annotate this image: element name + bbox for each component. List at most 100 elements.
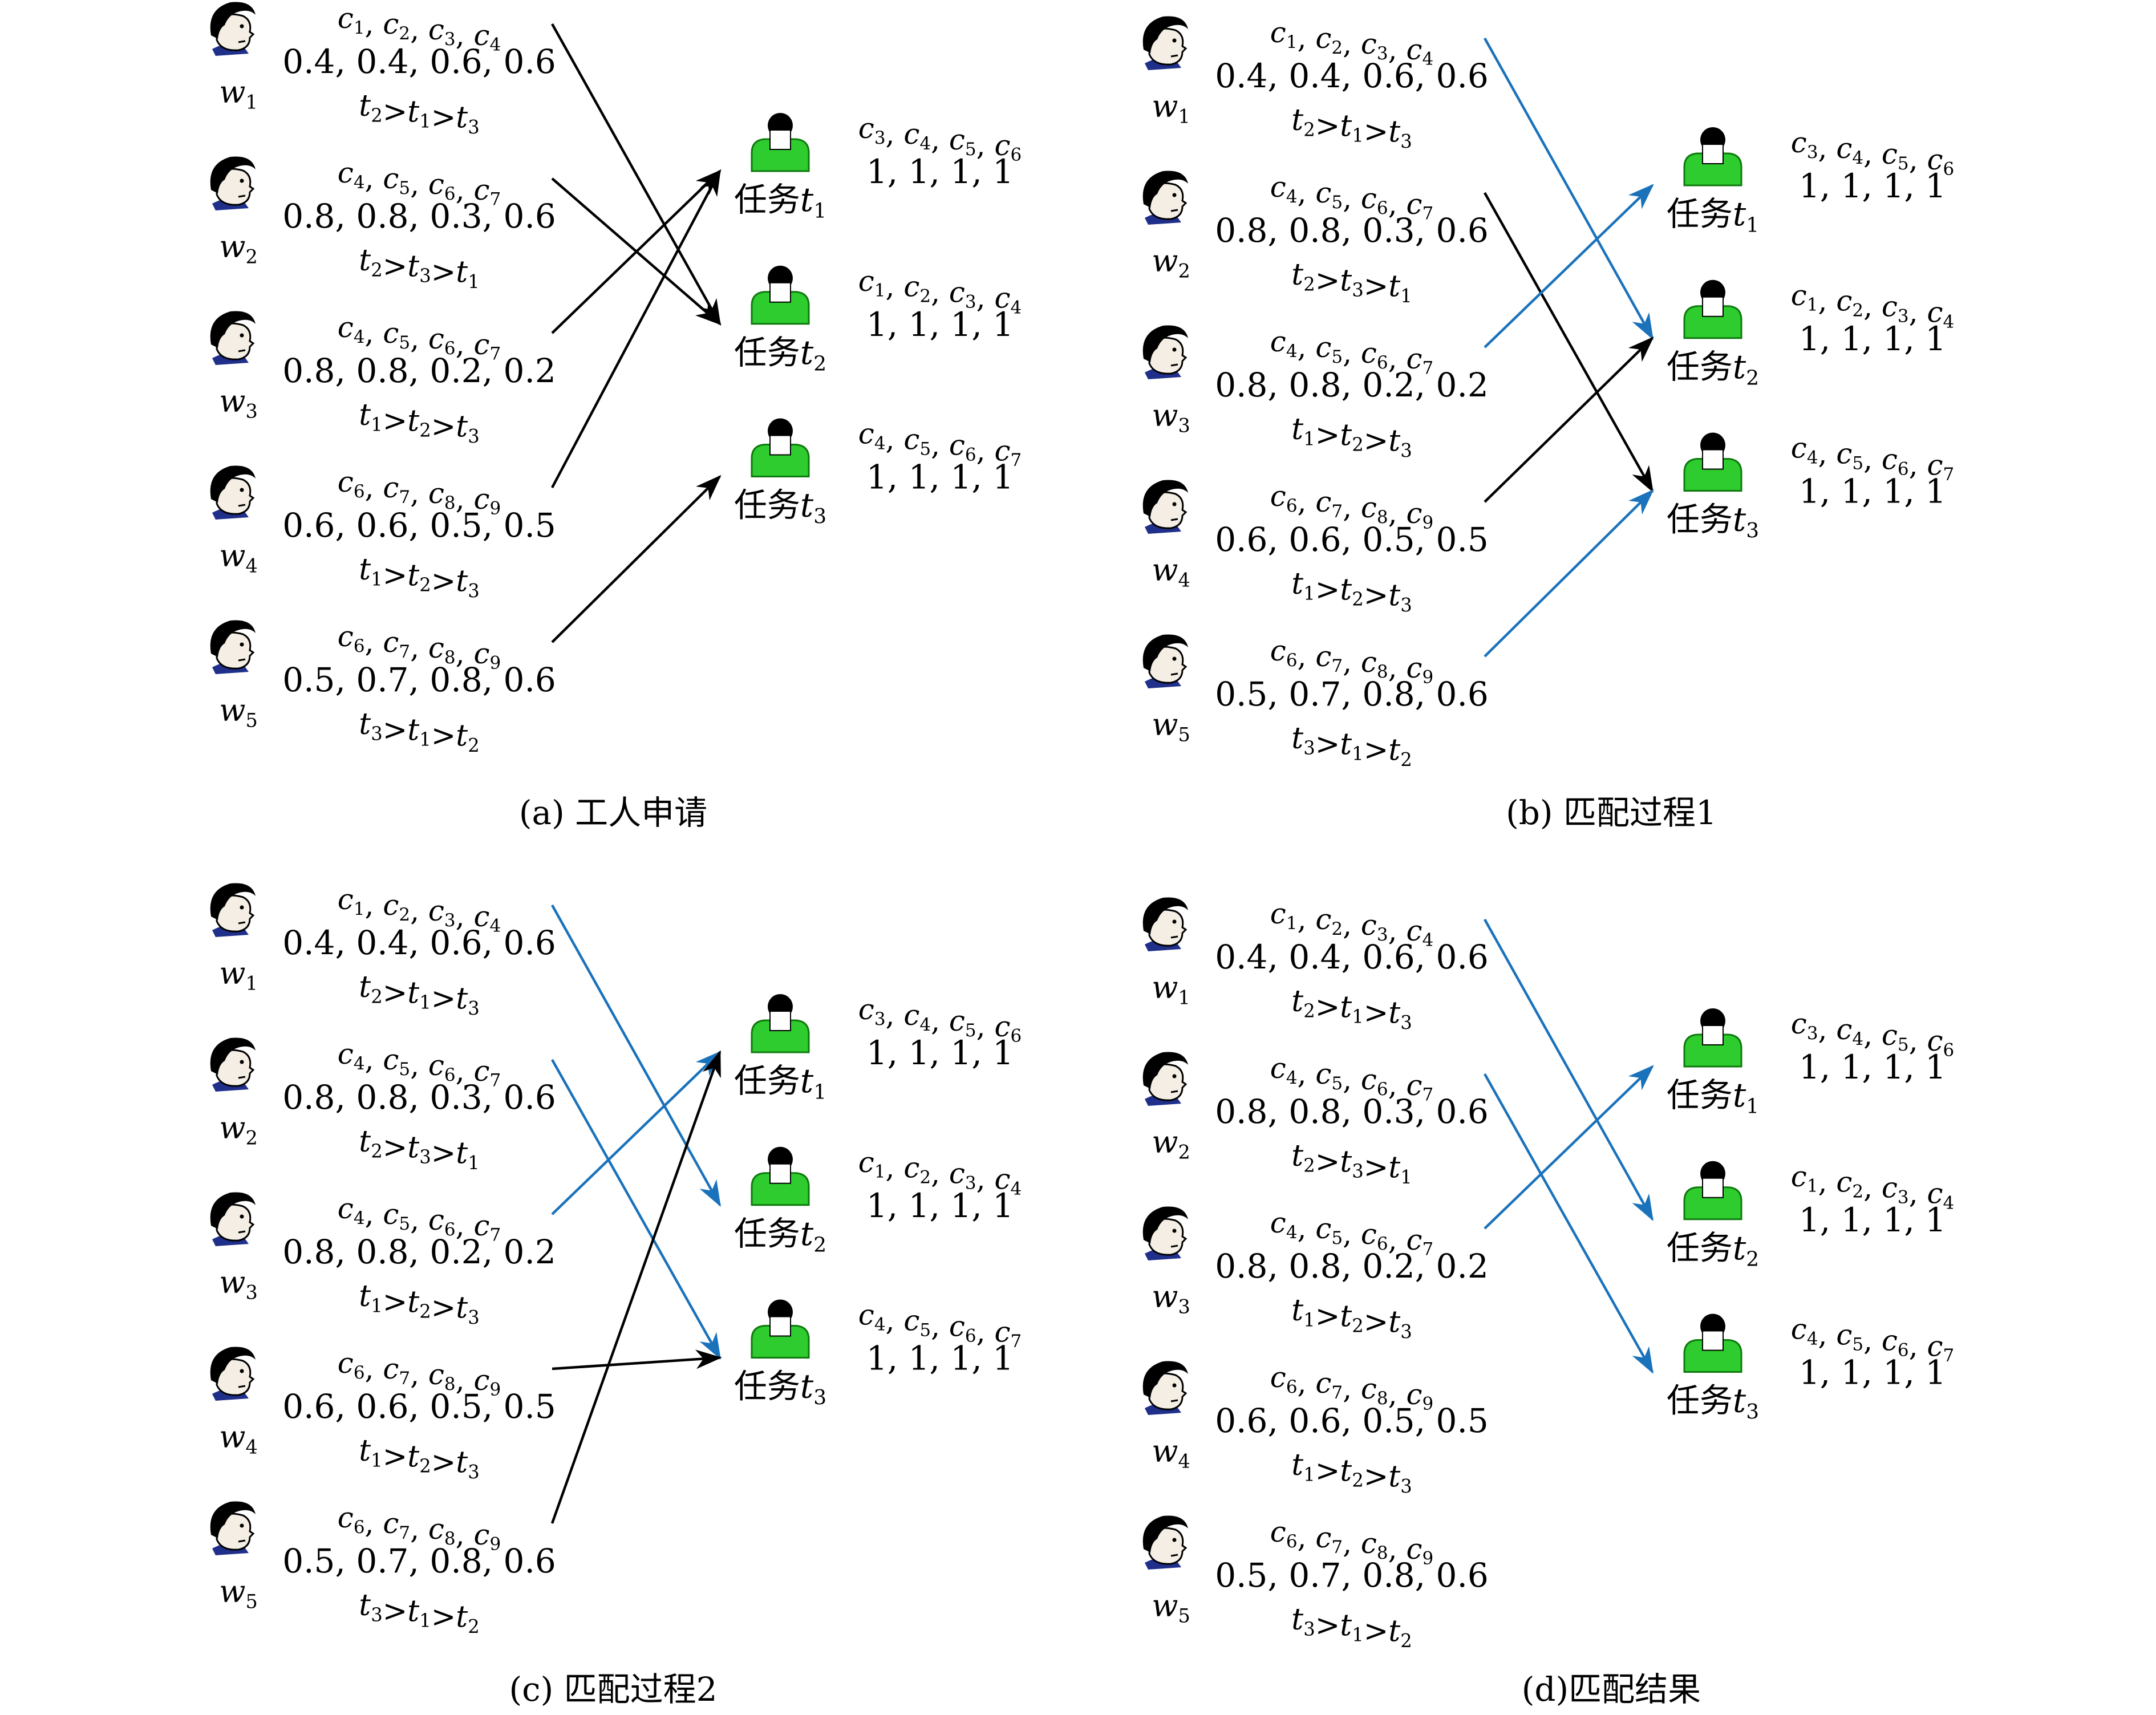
pref-t3: t [456,410,468,444]
edge-w3-t1 [1484,1065,1654,1230]
skill-c6: c [1927,1024,1943,1057]
worker-label: w4 [1152,552,1190,591]
worker-avatar-icon [210,1501,256,1555]
pref-t3: t [456,1446,468,1480]
worker-label: w2 [1152,243,1190,282]
skill-c2: c [383,889,399,922]
worker-label: w1 [1152,88,1190,128]
pref-t1: t [1388,1151,1400,1185]
skill-c4: c [338,1037,354,1071]
skill-c3: c [1791,126,1807,159]
skill-c5: c [1315,1212,1331,1245]
task-skills: c1, c2, c3, c4 [1791,1160,1954,1214]
skill-c8: c [1361,646,1377,679]
task-label: 任务t2 [1667,1229,1759,1271]
pref-t1: t [456,256,468,290]
worker-label-w: w [219,692,245,728]
skill-c5: c [903,423,919,456]
skill-c4: c [473,900,489,933]
pref-t2: t [1340,1454,1352,1488]
worker-label: w3 [219,383,258,423]
worker-avatar-icon [1142,171,1188,225]
worker-avatar-icon [1142,1361,1188,1415]
edge-w1-t2 [1484,918,1654,1222]
skill-c8: c [1361,1372,1377,1405]
skill-c1: c [1270,16,1286,49]
panel-caption: (b) 匹配过程1 [1506,793,1717,832]
edge-w1-t2 [551,23,721,326]
worker-preference: t2>t1>t3 [359,970,479,1019]
worker-preference: t2>t3>t1 [359,244,479,293]
worker-values: 0.4, 0.4, 0.6, 0.6 [1215,56,1489,95]
pref-t2: t [1340,573,1352,607]
pref-t3: t [456,1291,468,1325]
worker-label: w5 [219,692,258,732]
skill-c1: c [338,883,354,916]
skill-c4: c [994,282,1010,315]
worker-label: w2 [219,1110,258,1149]
skill-c7: c [1406,342,1422,375]
worker-preference: t3>t1>t2 [359,707,479,756]
skill-c2: c [1315,22,1331,55]
skill-c6: c [949,1309,965,1343]
worker-values: 0.8, 0.8, 0.2, 0.2 [1215,1247,1489,1286]
task-values: 1, 1, 1, 1 [866,1033,1014,1072]
worker-values: 0.5, 0.7, 0.8, 0.6 [282,660,556,699]
skill-c6: c [428,322,444,355]
worker-preference: t1>t2>t3 [1291,412,1412,461]
pref-t3: t [1388,579,1400,613]
pref-t1: t [407,713,419,747]
skill-c7: c [383,1352,399,1385]
task-skills: c3, c4, c5, c6 [858,112,1022,165]
skill-c8: c [428,1358,444,1391]
worker-values: 0.8, 0.8, 0.2, 0.2 [1215,366,1489,404]
task-label-t: t [1733,500,1746,539]
worker-label: w3 [1152,398,1190,437]
skill-c8: c [428,1513,444,1546]
skill-c4: c [1836,132,1852,165]
skill-c3: c [1791,1007,1807,1040]
pref-t1: t [359,398,371,432]
worker-skills: c4, c5, c6, c7 [1270,1052,1433,1105]
pref-t1: t [1291,567,1303,601]
skill-c4: c [1836,1013,1852,1046]
worker-skills: c1, c2, c3, c4 [1270,897,1433,951]
worker-label: w1 [219,955,258,995]
pref-t2: t [359,89,371,123]
task-label: 任务t3 [1667,1381,1759,1424]
skill-c6: c [949,428,965,461]
skill-c4: c [1270,171,1286,204]
task-avatar-icon [751,113,810,172]
task-label-t: t [800,180,814,219]
skill-c7: c [1927,448,1943,481]
task-avatar-icon [1683,1161,1742,1221]
skill-c6: c [338,1347,354,1380]
skill-c1: c [1791,1160,1807,1193]
worker-preference: t1>t2>t3 [359,553,479,602]
task-skills: c1, c2, c3, c4 [858,1146,1022,1199]
task-word: 任务 [1667,1381,1733,1420]
worker-avatar-icon [210,2,256,56]
worker-preference: t2>t1>t3 [1291,984,1412,1033]
pref-t2: t [359,970,371,1004]
skill-c8: c [428,631,444,664]
task-word: 任务 [734,1367,800,1406]
skill-c9: c [473,1364,489,1397]
skill-c9: c [1406,497,1422,530]
skill-c4: c [994,1163,1010,1196]
worker-label-w: w [219,1110,245,1146]
skill-c7: c [994,1315,1010,1348]
worker-preference: t1>t2>t3 [1291,567,1412,616]
skill-c4: c [1927,1177,1943,1210]
skill-c4: c [903,999,919,1032]
worker-avatar-icon [1142,325,1188,379]
worker-values: 0.8, 0.8, 0.3, 0.6 [1215,211,1489,250]
worker-skills: c4, c5, c6, c7 [338,311,501,364]
pref-t3: t [456,982,468,1016]
